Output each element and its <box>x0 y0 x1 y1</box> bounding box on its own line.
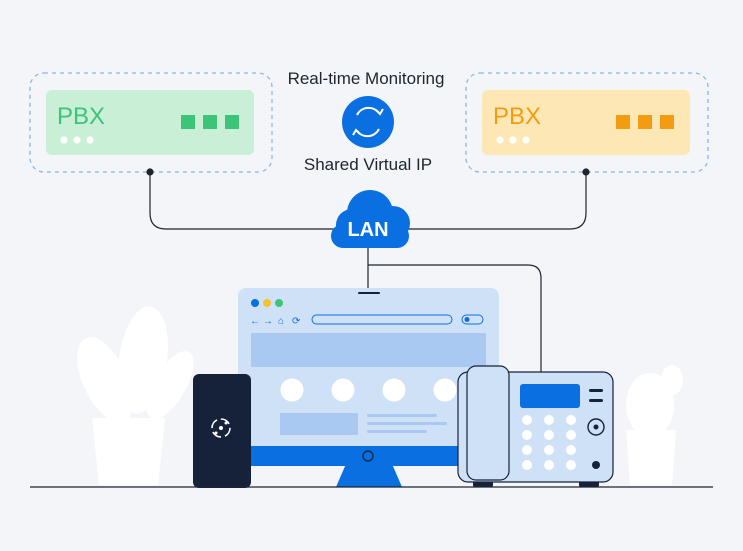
smartphone <box>193 374 251 488</box>
phone-keypad <box>522 415 576 470</box>
pbx-left-port <box>225 115 239 129</box>
monitor: ← → ⌂ ⟳ <box>238 288 499 487</box>
pbx-left-port <box>203 115 217 129</box>
browser-home-icon: ⌂ <box>278 316 284 327</box>
pbx-right-led <box>509 136 517 144</box>
link-phone <box>368 264 542 374</box>
sync-icon <box>342 96 394 148</box>
phone-handset <box>466 365 510 481</box>
browser-address-bar <box>311 314 453 325</box>
phone-screen <box>520 384 580 408</box>
pbx-left-led <box>86 136 94 144</box>
page-card <box>280 413 358 435</box>
browser-forward-icon: → <box>263 316 273 327</box>
pbx-right-port <box>616 115 630 129</box>
pbx-left-led <box>60 136 68 144</box>
page-circle <box>331 378 355 402</box>
page-circle <box>280 378 304 402</box>
real-time-monitoring-label: Real-time Monitoring <box>287 69 445 88</box>
app-logo-icon <box>211 418 231 438</box>
browser-refresh-icon: ⟳ <box>292 316 301 327</box>
pbx-left-port <box>181 115 195 129</box>
pbx-right-led <box>522 136 530 144</box>
monitor-stand <box>336 464 402 487</box>
pbx-left-panel <box>46 90 254 155</box>
page-circle <box>382 378 406 402</box>
browser-toggle <box>461 314 484 325</box>
link-right-pbx <box>400 172 587 230</box>
pbx-right-port <box>660 115 674 129</box>
connections <box>149 172 587 374</box>
pbx-right-label: PBX <box>493 103 541 130</box>
pbx-right: PBX <box>465 72 709 173</box>
pbx-right-led <box>496 136 504 144</box>
pbx-left: PBX <box>29 72 273 173</box>
pbx-right-port <box>638 115 652 129</box>
pbx-left-label: PBX <box>57 103 105 130</box>
desk-phone <box>457 365 614 487</box>
lan-cloud: LAN <box>331 190 410 248</box>
page-circle <box>433 378 457 402</box>
pbx-left-led <box>73 136 81 144</box>
plant-right <box>626 365 683 485</box>
shared-virtual-ip-label: Shared Virtual IP <box>303 155 433 174</box>
page-banner <box>251 333 486 367</box>
link-left-pbx <box>149 172 336 230</box>
browser-back-icon: ← <box>250 316 260 327</box>
lan-label: LAN <box>347 219 388 241</box>
plant-left <box>77 306 194 485</box>
pbx-right-panel <box>482 90 690 155</box>
link-dot-right <box>582 168 590 176</box>
link-dot-left <box>146 168 154 176</box>
